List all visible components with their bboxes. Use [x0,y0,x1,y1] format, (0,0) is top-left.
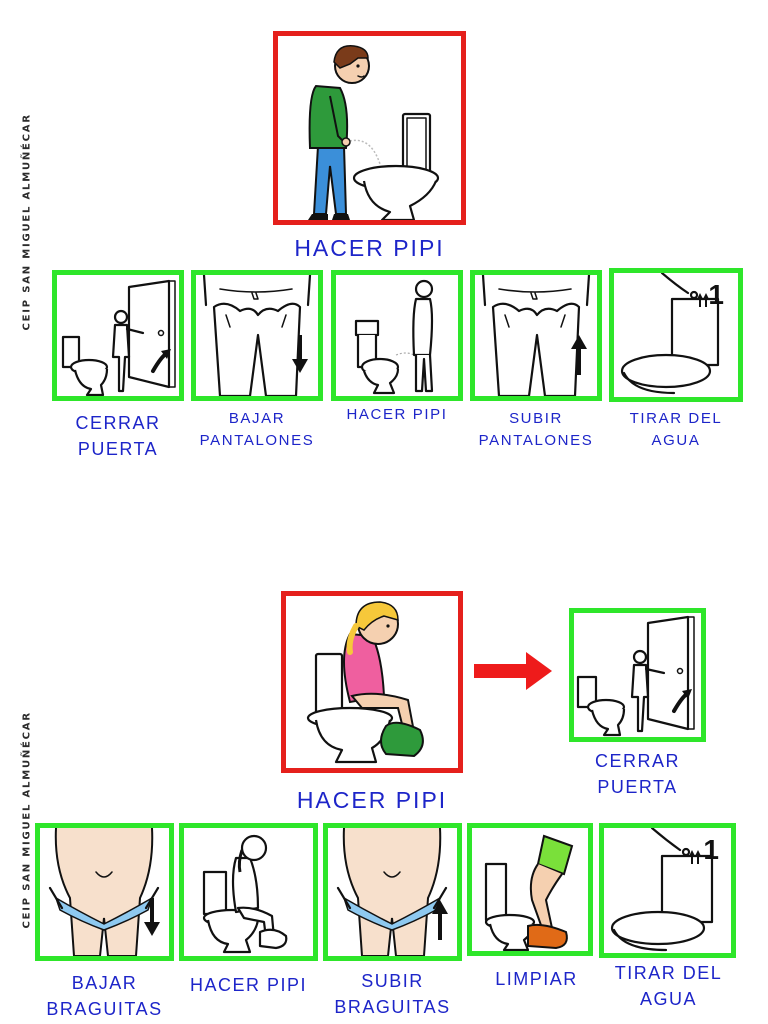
girl-step-underwear-down [35,823,174,961]
flush-toilet-icon [620,273,720,395]
boy-main-picture [273,31,466,225]
girl-step-underwear-up [323,823,462,961]
girl-main-caption: HACER PIPI [296,787,448,813]
pants-down-icon [202,275,312,396]
girl-step-caption-peeing: HACER PIPI [189,975,308,995]
girl-step-peeing [179,823,318,961]
boy-step-pants-up [470,270,602,401]
boy-step-pants-down [191,270,323,401]
boy-peeing-icon [308,45,440,220]
school-side-label-bottom: CEIP SAN MIGUEL ALMUÑÉCAR [21,711,33,929]
girl-step-wiping [467,823,593,956]
flush-number: 1 [703,834,719,865]
door-closing-icon [61,279,176,396]
boy-step-close-door [52,270,184,401]
school-side-label-top: CEIP SAN MIGUEL ALMUÑÉCAR [21,113,33,331]
underwear-down-icon [48,828,160,956]
girl-next-close-door [569,608,706,742]
boy-main-caption: HACER PIPI [294,235,445,261]
girl-peeing-small-icon [202,834,288,954]
boy-step-caption-peeing: HACER PIPI [346,406,448,423]
door-closing-icon [576,615,695,737]
girl-step-flush: 1 [599,823,736,958]
flush-toilet-icon [610,828,714,952]
pants-up-icon [481,275,591,396]
boy-peeing-small-icon [354,279,434,395]
right-arrow-icon [474,652,552,690]
wiping-icon [484,834,574,951]
girl-sitting-toilet-icon [306,601,424,764]
boy-step-peeing [331,270,463,401]
girl-main-picture [281,591,463,773]
girl-step-caption-wiping: LIMPIAR [495,969,578,989]
boy-step-flush: 1 [609,268,743,402]
underwear-up-icon [336,828,448,956]
flush-number: 1 [708,279,724,310]
